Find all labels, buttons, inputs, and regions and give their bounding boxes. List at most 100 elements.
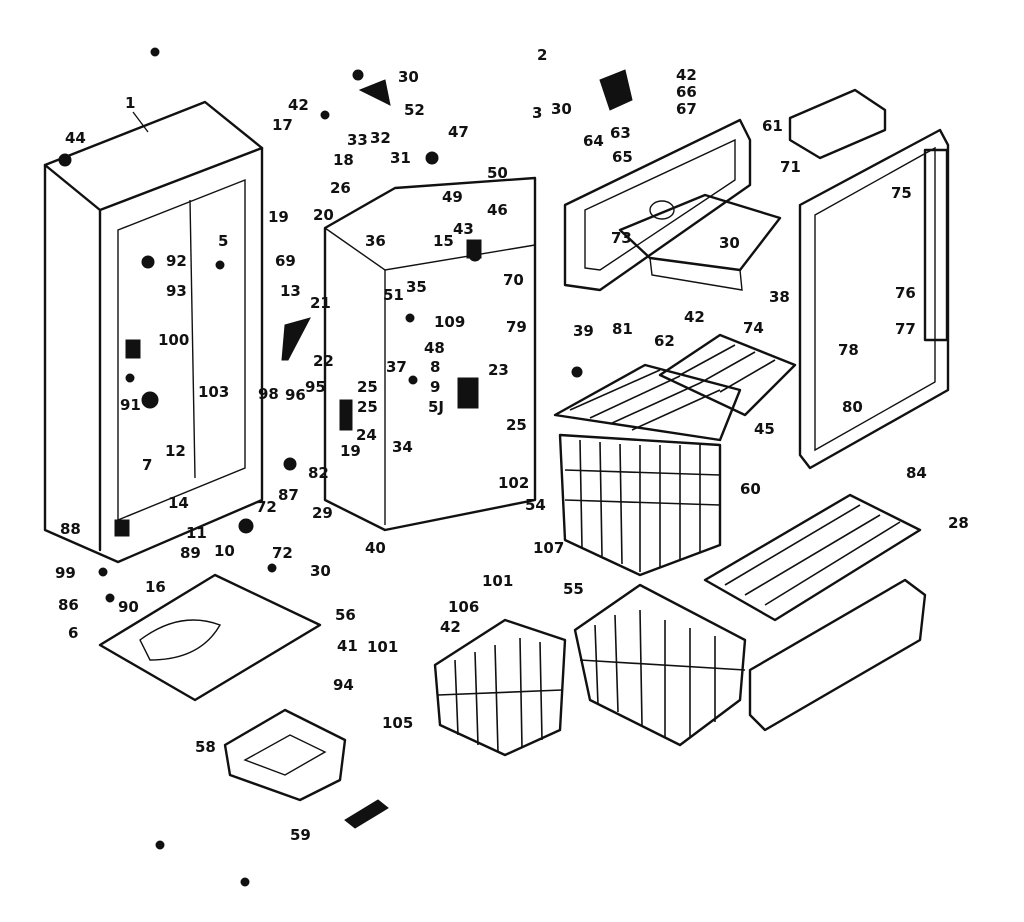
callout-42c: 42 bbox=[684, 308, 705, 326]
callout-33: 33 bbox=[347, 131, 368, 149]
callout-84: 84 bbox=[906, 464, 927, 482]
callout-55: 55 bbox=[563, 580, 584, 598]
callout-92: 92 bbox=[166, 252, 187, 270]
callout-90: 90 bbox=[118, 598, 139, 616]
crisper-bin bbox=[223, 708, 347, 802]
base-pan bbox=[98, 573, 322, 702]
callout-30a: 30 bbox=[398, 68, 419, 86]
callout-99: 99 bbox=[55, 564, 76, 582]
callout-7: 7 bbox=[142, 456, 152, 474]
callout-76: 76 bbox=[895, 284, 916, 302]
callout-72a: 72 bbox=[256, 498, 277, 516]
callout-31: 31 bbox=[390, 149, 411, 167]
callout-69: 69 bbox=[275, 252, 296, 270]
callout-51: 51 bbox=[383, 286, 404, 304]
callout-54: 54 bbox=[525, 496, 546, 514]
callout-80: 80 bbox=[842, 398, 863, 416]
callout-66: 66 bbox=[676, 83, 697, 101]
callout-67: 67 bbox=[676, 100, 697, 118]
callout-13: 13 bbox=[280, 282, 301, 300]
callout-82: 82 bbox=[308, 464, 329, 482]
callout-24: 24 bbox=[356, 426, 377, 444]
callout-45: 45 bbox=[754, 420, 775, 438]
callout-70: 70 bbox=[503, 271, 524, 289]
evaporator-cover bbox=[618, 193, 782, 291]
callout-95: 95 bbox=[305, 378, 326, 396]
basket-lower-left bbox=[433, 618, 567, 757]
callout-11: 11 bbox=[186, 524, 207, 542]
callout-75: 75 bbox=[891, 184, 912, 202]
callout-71: 71 bbox=[780, 158, 801, 176]
callout-58: 58 bbox=[195, 738, 216, 756]
callout-59: 59 bbox=[290, 826, 311, 844]
callout-87: 87 bbox=[278, 486, 299, 504]
callout-81: 81 bbox=[612, 320, 633, 338]
callout-88: 88 bbox=[60, 520, 81, 538]
callout-89: 89 bbox=[180, 544, 201, 562]
callout-44: 44 bbox=[65, 129, 86, 147]
wire-shelf-top bbox=[553, 363, 742, 442]
small-wire-shelf bbox=[658, 333, 797, 417]
callout-14: 14 bbox=[168, 494, 189, 512]
callout-100: 100 bbox=[158, 331, 189, 349]
freezer-liner bbox=[323, 176, 537, 532]
callout-49: 49 bbox=[442, 188, 463, 206]
callout-50: 50 bbox=[487, 164, 508, 182]
callout-42d: 42 bbox=[440, 618, 461, 636]
bin-handle bbox=[344, 799, 389, 829]
callout-101b: 101 bbox=[367, 638, 398, 656]
callout-106: 106 bbox=[448, 598, 479, 616]
callout-35: 35 bbox=[406, 278, 427, 296]
callout-19b: 19 bbox=[340, 442, 361, 460]
callout-78: 78 bbox=[838, 341, 859, 359]
basket-lower-right bbox=[573, 583, 747, 747]
callout-9: 9 bbox=[430, 378, 440, 396]
callout-39: 39 bbox=[573, 322, 594, 340]
callout-16: 16 bbox=[145, 578, 166, 596]
callout-40: 40 bbox=[365, 539, 386, 557]
callout-73: 73 bbox=[611, 229, 632, 247]
callout-105: 105 bbox=[382, 714, 413, 732]
callout-62: 62 bbox=[654, 332, 675, 350]
callout-37: 37 bbox=[386, 358, 407, 376]
callout-8: 8 bbox=[430, 358, 440, 376]
callout-43: 43 bbox=[453, 220, 474, 238]
callout-2: 2 bbox=[537, 46, 547, 64]
callout-1: 1 bbox=[125, 94, 135, 112]
callout-3: 3 bbox=[532, 104, 542, 122]
callout-labels: 1 2 3 5 6 7 8 9 10 11 12 13 14 15 16 17 … bbox=[55, 46, 969, 844]
callout-56: 56 bbox=[335, 606, 356, 624]
callout-5: 5 bbox=[218, 232, 228, 250]
callout-86: 86 bbox=[58, 596, 79, 614]
callout-42a: 42 bbox=[288, 96, 309, 114]
basket-upper bbox=[558, 433, 722, 577]
callout-77: 77 bbox=[895, 320, 916, 338]
callout-36: 36 bbox=[365, 232, 386, 250]
callout-6: 6 bbox=[68, 624, 78, 642]
callout-30c: 30 bbox=[719, 234, 740, 252]
callout-109: 109 bbox=[434, 313, 465, 331]
callout-28: 28 bbox=[948, 514, 969, 532]
callout-46: 46 bbox=[487, 201, 508, 219]
callout-60: 60 bbox=[740, 480, 761, 498]
callout-29: 29 bbox=[312, 504, 333, 522]
callout-23: 23 bbox=[488, 361, 509, 379]
callout-25a: 25 bbox=[357, 378, 378, 396]
callout-32: 32 bbox=[370, 129, 391, 147]
callout-64: 64 bbox=[583, 132, 604, 150]
callout-74: 74 bbox=[743, 319, 764, 337]
callout-98: 98 bbox=[258, 385, 279, 403]
callout-21: 21 bbox=[310, 294, 331, 312]
callout-30b: 30 bbox=[551, 100, 572, 118]
callout-30d: 30 bbox=[310, 562, 331, 580]
callout-63: 63 bbox=[610, 124, 631, 142]
callout-20: 20 bbox=[313, 206, 334, 224]
callout-5J: 5J bbox=[428, 398, 444, 416]
callout-26: 26 bbox=[330, 179, 351, 197]
callout-61: 61 bbox=[762, 117, 783, 135]
callout-107: 107 bbox=[533, 539, 564, 557]
callout-102: 102 bbox=[498, 474, 529, 492]
callout-101a: 101 bbox=[482, 572, 513, 590]
small-hardware bbox=[58, 47, 633, 887]
